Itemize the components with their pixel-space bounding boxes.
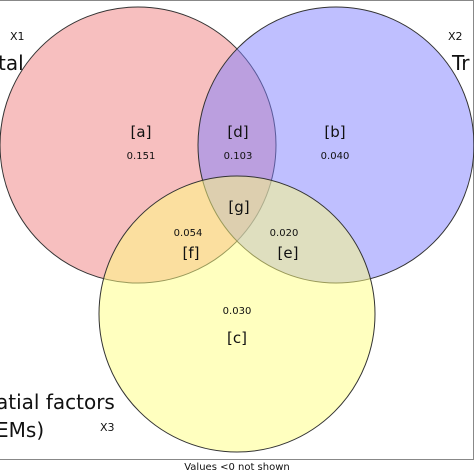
set-name-x3-line2: EMs) (0, 418, 44, 442)
set-circle-x3 (98, 175, 376, 453)
footnote: Values <0 not shown (184, 462, 290, 473)
region-label-f: [f] (183, 244, 200, 262)
region-label-a: [a] (131, 123, 152, 141)
set-name-x3-line1: atial factors (0, 390, 115, 414)
region-label-e: [e] (278, 244, 299, 262)
region-label-b: [b] (324, 123, 345, 141)
set-id-x3: X3 (100, 421, 115, 434)
region-value-a: 0.151 (127, 151, 156, 162)
set-name-x1: tal (0, 51, 24, 75)
region-value-d: 0.103 (224, 151, 253, 162)
region-value-b: 0.040 (321, 151, 350, 162)
set-name-x2: Tr (451, 51, 470, 75)
region-label-c: [c] (227, 329, 247, 347)
region-value-e: 0.020 (270, 228, 299, 239)
region-value-c: 0.030 (223, 306, 252, 317)
region-value-f: 0.054 (174, 228, 203, 239)
region-label-g: [g] (228, 198, 249, 216)
set-id-x2: X2 (448, 30, 463, 43)
region-label-d: [d] (227, 123, 248, 141)
set-id-x1: X1 (10, 30, 25, 43)
